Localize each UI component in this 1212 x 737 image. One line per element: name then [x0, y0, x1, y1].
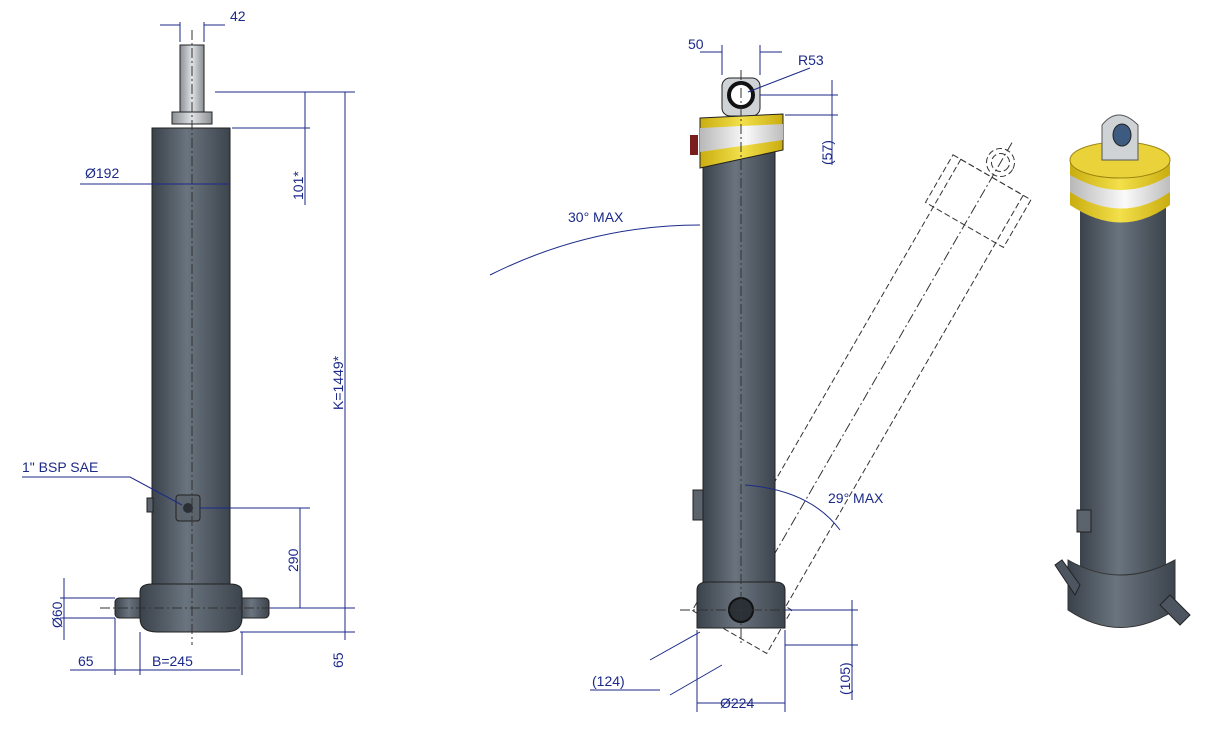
dim-port-height: 290 — [285, 548, 301, 572]
front-view: 42 Ø192 101* K=1449* 1" BSP SAE 290 Ø60 … — [22, 8, 355, 675]
isometric-view — [1054, 114, 1191, 628]
dim-tilt-bottom: 29° MAX — [828, 490, 884, 506]
dim-tilt-top: 30° MAX — [568, 209, 624, 225]
dim-base-width: B=245 — [152, 653, 193, 669]
port-label: 1" BSP SAE — [22, 459, 98, 475]
dim-eye-radius: R53 — [798, 52, 824, 68]
dim-base-offset: 65 — [330, 652, 346, 668]
dim-eye-width: 50 — [688, 36, 704, 52]
dim-body-diameter: Ø192 — [85, 165, 119, 181]
side-view: 50 R53 (57) 30° MAX 29° MAX (124) Ø224 (… — [489, 36, 1032, 712]
iso-body — [1080, 190, 1166, 580]
dim-pin-length: 65 — [78, 653, 94, 669]
dim-closed-length: K=1449* — [330, 355, 346, 410]
dim-top-offset: 101* — [290, 171, 306, 200]
dim-pin-diameter: Ø60 — [49, 601, 65, 628]
dim-base-diameter: Ø224 — [720, 695, 754, 711]
dim-eye-height: (57) — [819, 140, 835, 165]
dim-rod-width: 42 — [230, 8, 246, 24]
side-body — [702, 149, 776, 591]
dim-base-offset-side: (124) — [592, 673, 625, 689]
port-icon — [183, 503, 193, 513]
dim-base-height: (105) — [837, 662, 853, 695]
